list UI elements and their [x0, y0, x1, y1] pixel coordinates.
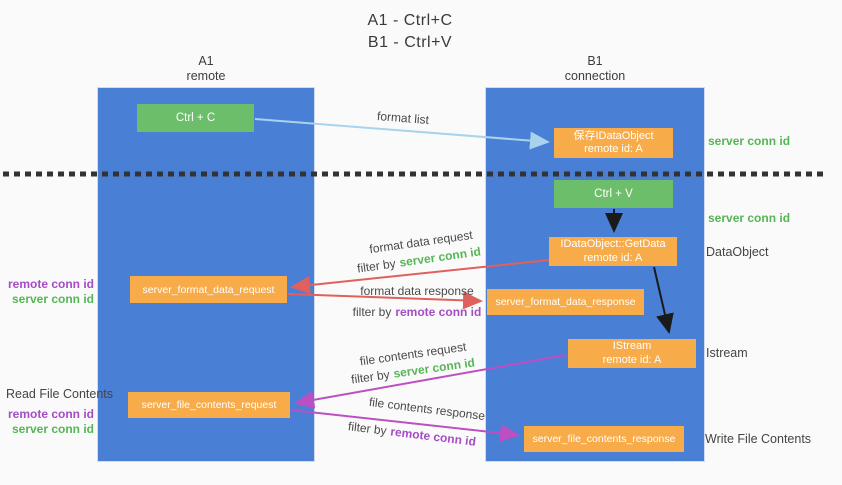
diagram-title: A1 - Ctrl+C B1 - Ctrl+V	[310, 10, 510, 54]
node-idataobject-getdata: IDataObject::GetData remote id: A	[549, 237, 677, 266]
remote-conn-id-text: remote conn id	[395, 305, 482, 319]
node-ctrl-v-label: Ctrl + V	[594, 188, 633, 200]
label-format-data-response: format data response	[360, 284, 473, 298]
annotation-text: server conn id	[708, 134, 791, 148]
node-save-idataobject-line1: 保存IDataObject	[573, 129, 654, 142]
annotation-server-conn-id-ctrlv: server conn id	[708, 211, 790, 225]
node-server-file-contents-response: server_file_contents_response	[524, 426, 684, 452]
lane-header-a1: A1 remote	[136, 54, 276, 84]
label-format-list: format list	[377, 109, 430, 127]
title-line-paste: B1 - Ctrl+V	[367, 34, 453, 51]
node-file-request-label: server_file_contents_request	[141, 399, 277, 411]
annotation-read-file-contents-block: Read File Contents remote conn id server…	[6, 387, 113, 437]
label-format-data-response-text: format data response	[360, 284, 474, 298]
remote-conn-id-text: remote conn id	[389, 424, 477, 449]
node-ctrl-c: Ctrl + C	[137, 104, 254, 132]
label-file-contents-response: file contents response	[368, 395, 486, 423]
node-istream-line2: remote id: A	[602, 353, 662, 366]
annotation-text: server conn id	[11, 292, 94, 306]
node-ctrl-v: Ctrl + V	[554, 180, 673, 208]
annotation-text: remote conn id	[7, 407, 94, 421]
annotation-text: server conn id	[11, 422, 94, 436]
annotation-write-file-contents: Write File Contents	[705, 432, 811, 446]
annotation-conn-ids-mid: remote conn id server conn id	[6, 277, 94, 307]
node-format-response-label: server_format_data_response	[495, 296, 636, 308]
filter-by-text: filter by	[352, 305, 392, 319]
node-save-idataobject: 保存IDataObject remote id: A	[554, 128, 673, 158]
annotation-remote-conn-id: remote conn id	[6, 277, 94, 292]
annotation-text: Istream	[706, 346, 748, 360]
label-format-list-text: format list	[376, 108, 430, 128]
annotation-server-conn-id: server conn id	[6, 422, 94, 437]
annotation-text: DataObject	[706, 245, 769, 259]
lane-b1-role: connection	[564, 69, 626, 83]
title-line-copy: A1 - Ctrl+C	[367, 12, 453, 29]
node-format-request-label: server_format_data_request	[142, 283, 275, 296]
node-server-format-data-request: server_format_data_request	[130, 276, 287, 303]
node-server-format-data-response: server_format_data_response	[487, 289, 644, 315]
node-istream-line1: IStream	[612, 340, 652, 352]
node-getdata-line2: remote id: A	[583, 251, 643, 264]
node-istream: IStream remote id: A	[568, 339, 696, 368]
annotation-text: server conn id	[708, 211, 791, 225]
node-file-response-label: server_file_contents_response	[532, 433, 676, 445]
node-ctrl-c-label: Ctrl + C	[175, 112, 216, 124]
annotation-read-file-contents: Read File Contents	[6, 387, 113, 402]
label-file-contents-response-text: file contents response	[368, 394, 486, 424]
filter-by-text: filter by	[347, 419, 388, 438]
annotation-text: remote conn id	[7, 277, 94, 291]
lane-header-b1: B1 connection	[525, 54, 665, 84]
annotation-server-conn-id-top: server conn id	[708, 134, 790, 148]
annotation-text: Read File Contents	[6, 387, 114, 401]
annotation-remote-conn-id: remote conn id	[6, 407, 94, 422]
filter-by-text: filter by	[350, 367, 391, 387]
annotation-server-conn-id: server conn id	[6, 292, 94, 307]
lane-a1-name: A1	[198, 54, 214, 68]
filter-by-text: filter by	[356, 256, 397, 276]
annotation-dataobject: DataObject	[706, 245, 769, 259]
node-server-file-contents-request: server_file_contents_request	[128, 392, 290, 418]
lane-a1-role: remote	[186, 69, 226, 83]
annotation-istream: Istream	[706, 346, 748, 360]
node-getdata-line1: IDataObject::GetData	[560, 238, 666, 250]
node-save-idataobject-line2: remote id: A	[584, 143, 643, 155]
annotation-text: Write File Contents	[705, 432, 812, 446]
lane-b1-name: B1	[587, 54, 603, 68]
